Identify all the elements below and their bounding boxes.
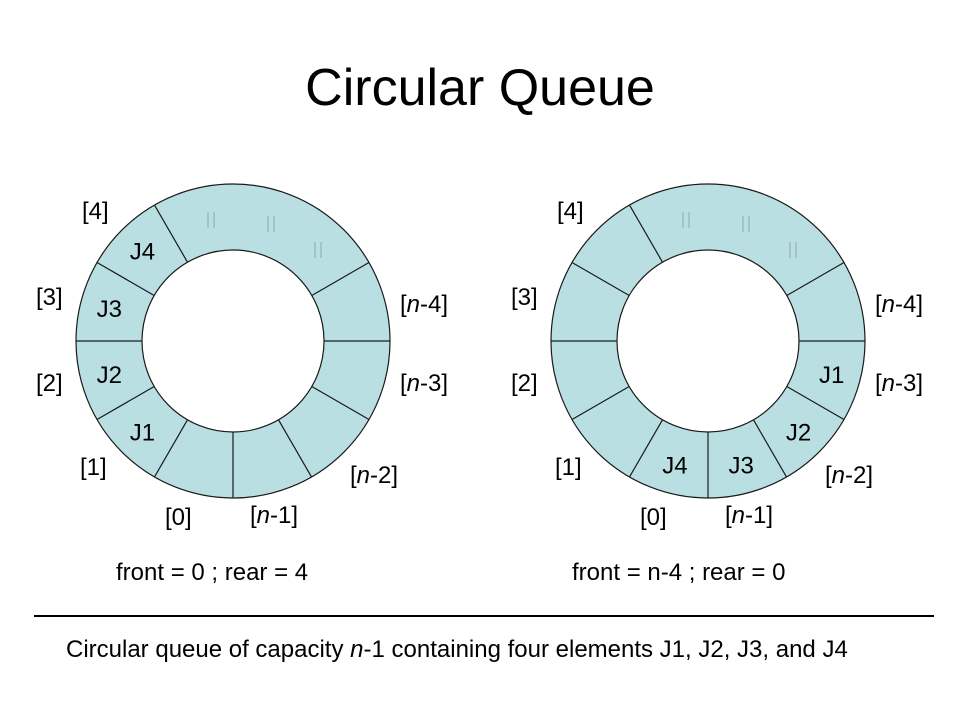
slot-index-label: [n-1] (250, 502, 298, 529)
label-part: 0] (172, 504, 192, 531)
slot-divider (96, 261, 155, 297)
queue-element: J4 (662, 453, 687, 480)
label-italic-n: n (882, 370, 895, 397)
label-italic-n: n (407, 291, 420, 318)
queue-element: J4 (130, 238, 155, 265)
label-italic-n: n (257, 502, 270, 529)
label-part: 3] (43, 284, 63, 311)
slot-divider (628, 204, 664, 263)
slot-divider (752, 419, 788, 478)
queue-status-left: front = 0 ; rear = 4 (116, 559, 309, 586)
slot-divider (628, 419, 664, 478)
slot-divider (277, 419, 313, 478)
slot-divider (96, 385, 155, 421)
label-part: [ (165, 504, 172, 531)
label-italic-n: n (832, 462, 845, 489)
label-italic-n: n (882, 291, 895, 318)
label-part: [ (875, 291, 882, 318)
slot-index-label: [0] (640, 504, 667, 531)
label-part: -4] (895, 291, 923, 318)
label-part: [ (725, 502, 732, 529)
label-part: 0] (647, 504, 667, 531)
queue-ring-right: [4][3][2][1][0][n-1][n-2][n-3][n-4]J1J2J… (511, 183, 923, 531)
label-part: [ (250, 502, 257, 529)
queue-ring-left: [4][3][2][1][0][n-1][n-2][n-3][n-4]J4J3J… (36, 183, 448, 531)
label-part: 2] (43, 370, 63, 397)
label-part: [ (400, 291, 407, 318)
slot-index-label: [n-4] (400, 291, 448, 318)
label-part: 4] (89, 198, 109, 225)
label-part: 4] (564, 198, 584, 225)
caption-italic-n: n (350, 636, 364, 663)
label-part: [ (825, 462, 832, 489)
label-part: [ (36, 284, 43, 311)
label-part: [ (511, 370, 518, 397)
label-part: [ (555, 454, 562, 481)
queue-element: J2 (786, 420, 811, 447)
divider-line (34, 615, 934, 617)
label-italic-n: n (732, 502, 745, 529)
label-part: [ (640, 504, 647, 531)
slot-index-label: [n-3] (875, 370, 923, 397)
page-title: Circular Queue (305, 59, 655, 117)
caption-text-1: Circular queue of capacity (66, 636, 351, 663)
label-part: -3] (895, 370, 923, 397)
slot-index-label: [n-2] (350, 462, 398, 489)
slot-divider (153, 419, 189, 478)
caption-text-2: -1 containing four elements J1, J2, J3, … (363, 636, 848, 663)
slot-index-label: [3] (36, 284, 63, 311)
slot-divider (786, 385, 845, 421)
label-part: [ (350, 462, 357, 489)
label-part: -2] (845, 462, 873, 489)
slot-divider (571, 261, 630, 297)
slot-divider (311, 385, 370, 421)
queue-status-right: front = n-4 ; rear = 0 (572, 559, 786, 586)
label-part: 1] (562, 454, 582, 481)
queue-element: J1 (130, 420, 155, 447)
slot-index-label: [n-4] (875, 291, 923, 318)
label-part: [ (400, 370, 407, 397)
label-part: -4] (420, 291, 448, 318)
label-part: -1] (745, 502, 773, 529)
queue-element: J1 (819, 362, 844, 389)
slot-divider (571, 385, 630, 421)
label-part: [ (875, 370, 882, 397)
label-part: -1] (270, 502, 298, 529)
label-part: [ (36, 370, 43, 397)
label-italic-n: n (357, 462, 370, 489)
label-part: 1] (87, 454, 107, 481)
slot-index-label: [1] (555, 454, 582, 481)
figure-caption: Circular queue of capacity n-1 containin… (66, 632, 926, 668)
slot-divider (153, 204, 189, 263)
slot-index-label: [2] (36, 370, 63, 397)
label-part: [ (82, 198, 89, 225)
slot-divider (311, 261, 370, 297)
label-part: 2] (518, 370, 538, 397)
slot-index-label: [3] (511, 284, 538, 311)
slot-index-label: [4] (82, 198, 109, 225)
queue-element: J2 (97, 362, 122, 389)
queue-element: J3 (97, 296, 122, 323)
label-part: [ (80, 454, 87, 481)
queue-element: J3 (728, 453, 753, 480)
label-part: -3] (420, 370, 448, 397)
label-part: [ (511, 284, 518, 311)
slot-index-label: [4] (557, 198, 584, 225)
slot-index-label: [n-1] (725, 502, 773, 529)
slot-index-label: [1] (80, 454, 107, 481)
label-italic-n: n (407, 370, 420, 397)
slot-divider (786, 261, 845, 297)
slot-index-label: [2] (511, 370, 538, 397)
label-part: 3] (518, 284, 538, 311)
slot-index-label: [n-3] (400, 370, 448, 397)
slot-index-label: [n-2] (825, 462, 873, 489)
label-part: [ (557, 198, 564, 225)
slot-index-label: [0] (165, 504, 192, 531)
label-part: -2] (370, 462, 398, 489)
